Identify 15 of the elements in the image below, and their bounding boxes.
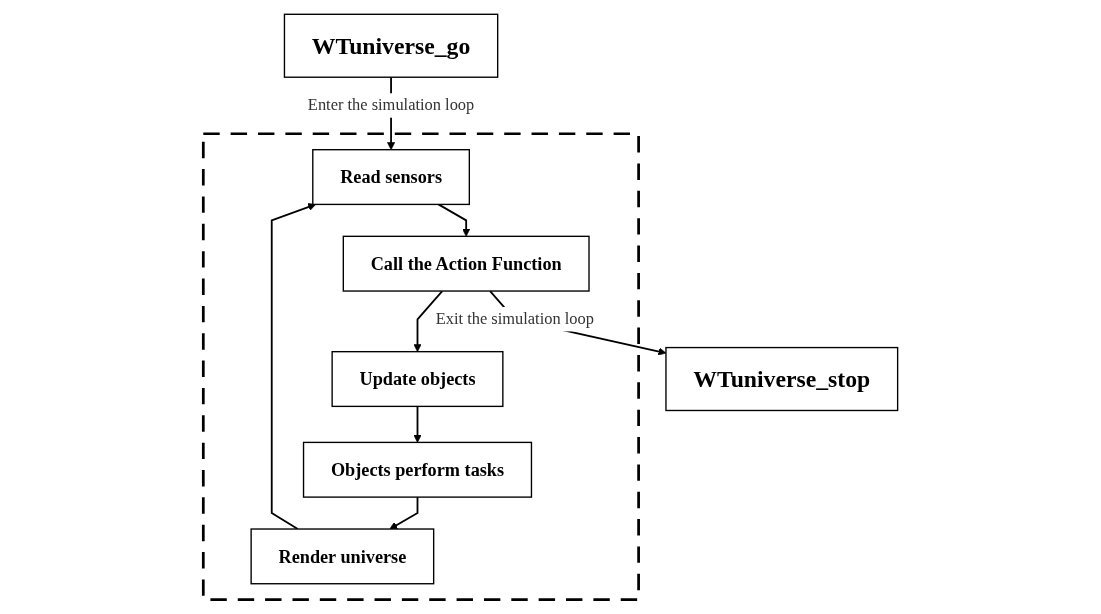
cluster (201, 132, 640, 602)
node-box: Update objects (331, 351, 504, 408)
node-box: WTuniverse_stop (665, 346, 899, 412)
arrow (413, 405, 422, 443)
arrow (413, 290, 444, 353)
edge-label: Enter the simulation loop (307, 95, 475, 115)
node-box: Call the Action Function (342, 235, 590, 292)
edge-label: Exit the simulation loop (435, 309, 594, 328)
arrow (270, 203, 317, 530)
arrow (389, 496, 419, 530)
node-box: Objects perform tasks (302, 441, 533, 498)
node-box: Render universe (250, 528, 435, 585)
arrow (437, 203, 471, 237)
node-box: Read sensors (312, 149, 471, 206)
node-box: WTuniverse_go (283, 13, 499, 78)
